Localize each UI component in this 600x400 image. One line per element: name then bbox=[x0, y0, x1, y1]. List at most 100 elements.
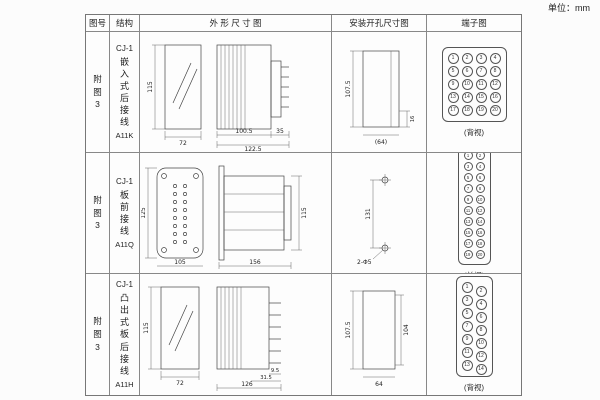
terminal-circle: 10 bbox=[475, 338, 487, 349]
figure-number: 附图3 bbox=[93, 73, 102, 110]
terminal-circle: 1 bbox=[461, 282, 473, 293]
header-install: 安装开孔尺寸图 bbox=[332, 15, 427, 32]
row3-fig-cell: 附图3 bbox=[86, 274, 110, 395]
terminal-circle: 11 bbox=[463, 206, 473, 215]
terminal-circle: 13 bbox=[447, 91, 459, 103]
terminal-caption: (背视) bbox=[464, 127, 484, 137]
terminal-circle: 6 bbox=[475, 312, 487, 323]
terminal-circle: 14 bbox=[475, 364, 487, 375]
terminal-circle: 3 bbox=[461, 295, 473, 306]
terminal-circle: 7 bbox=[463, 184, 473, 193]
terminal-circle: 13 bbox=[463, 217, 473, 226]
header-outline: 外 形 尺 寸 图 bbox=[140, 15, 332, 32]
terminal-circle: 4 bbox=[475, 162, 485, 171]
svg-text:115: 115 bbox=[143, 322, 150, 334]
svg-text:104: 104 bbox=[403, 324, 410, 336]
terminal-circle: 19 bbox=[475, 104, 487, 116]
terminal-circle: 14 bbox=[475, 217, 485, 226]
svg-text:9.5: 9.5 bbox=[270, 368, 278, 374]
terminal-circle: 9 bbox=[461, 334, 473, 345]
row1-outline-cell: 115 72 bbox=[140, 32, 332, 153]
svg-text:131: 131 bbox=[365, 208, 372, 220]
terminal-circle: 10 bbox=[475, 195, 485, 204]
terminal-circle: 10 bbox=[461, 78, 473, 90]
figure-number: 附图3 bbox=[93, 316, 102, 352]
terminal-circle: 5 bbox=[447, 65, 459, 77]
row2-outline-cell: 125 105 156 115 bbox=[140, 153, 332, 274]
type-code: A11K bbox=[115, 131, 134, 141]
svg-text:125: 125 bbox=[141, 207, 147, 219]
svg-text:156: 156 bbox=[249, 259, 261, 266]
terminal-circle: 8 bbox=[489, 65, 501, 77]
install-drawing-a11q: 131 2-Φ5 bbox=[357, 173, 391, 266]
install-drawing-a11k: 107.5 16 (64) bbox=[345, 50, 416, 146]
terminal-circle: 7 bbox=[475, 65, 487, 77]
outline-drawing-a11h: 115 72 9.5 bbox=[143, 286, 281, 391]
svg-text:72: 72 bbox=[179, 140, 187, 147]
terminal-circle: 15 bbox=[463, 228, 473, 237]
terminal-circle: 3 bbox=[475, 52, 487, 64]
svg-text:126: 126 bbox=[241, 381, 253, 388]
model-label: CJ-1 bbox=[116, 280, 133, 289]
row2-install-cell: 131 2-Φ5 bbox=[332, 153, 427, 274]
terminal-circle: 19 bbox=[463, 250, 473, 259]
type-code: A11Q bbox=[115, 240, 134, 250]
terminal-circle: 20 bbox=[489, 104, 501, 116]
svg-text:107.5: 107.5 bbox=[345, 80, 352, 97]
terminal-circle: 16 bbox=[489, 91, 501, 103]
row2-fig-cell: 附图3 bbox=[86, 153, 110, 274]
terminal-circle: 5 bbox=[463, 173, 473, 182]
terminal-circle: 11 bbox=[461, 347, 473, 358]
svg-text:2-Φ5: 2-Φ5 bbox=[357, 259, 372, 266]
terminal-circle: 8 bbox=[475, 184, 485, 193]
terminal-circle: 7 bbox=[461, 321, 473, 332]
unit-label: 单位：mm bbox=[548, 3, 590, 13]
row3-install-cell: 107.5 104 64 bbox=[332, 274, 427, 395]
header-struct: 结构 bbox=[110, 15, 140, 32]
terminal-circle: 8 bbox=[475, 325, 487, 336]
terminal-circle: 6 bbox=[475, 173, 485, 182]
terminal-circle: 12 bbox=[475, 351, 487, 362]
row2-struct-cell: CJ-1 板前接线 A11Q bbox=[110, 153, 140, 274]
terminal-circle: 3 bbox=[463, 162, 473, 171]
terminal-circle: 5 bbox=[461, 308, 473, 319]
row1-struct-cell: CJ-1 嵌入式后接线 A11K bbox=[110, 32, 140, 153]
svg-text:(64): (64) bbox=[374, 139, 386, 146]
terminal-circle: 20 bbox=[475, 250, 485, 259]
terminal-circle: 1 bbox=[463, 153, 473, 160]
outline-drawing-a11k: 115 72 bbox=[147, 44, 289, 152]
terminal-circle: 11 bbox=[475, 78, 487, 90]
row1-install-cell: 107.5 16 (64) bbox=[332, 32, 427, 153]
terminal-circle: 4 bbox=[475, 299, 487, 310]
terminal-circle: 4 bbox=[489, 52, 501, 64]
svg-text:64: 64 bbox=[375, 381, 383, 388]
figure-table: 图号 结构 外 形 尺 寸 图 安装开孔尺寸图 端子图 附图3 CJ-1 嵌入式… bbox=[85, 14, 522, 396]
terminal-circle: 2 bbox=[461, 52, 473, 64]
terminal-circle: 15 bbox=[475, 91, 487, 103]
row1-fig-cell: 附图3 bbox=[86, 32, 110, 153]
terminal-circle: 13 bbox=[461, 360, 473, 371]
svg-text:72: 72 bbox=[176, 380, 184, 387]
terminal-circle: 1 bbox=[447, 52, 459, 64]
svg-text:115: 115 bbox=[301, 207, 308, 219]
terminal-caption: (背视) bbox=[464, 383, 484, 392]
terminal-circle: 18 bbox=[461, 104, 473, 116]
row3-outline-cell: 115 72 9.5 bbox=[140, 274, 332, 395]
terminal-circle: 17 bbox=[463, 239, 473, 248]
svg-text:122.5: 122.5 bbox=[244, 146, 261, 152]
type-code: A11H bbox=[115, 379, 134, 389]
terminal-circle: 12 bbox=[475, 206, 485, 215]
outline-drawing-a11q: 125 105 156 115 bbox=[141, 165, 308, 269]
install-drawing-a11h: 107.5 104 64 bbox=[345, 290, 410, 388]
figure-number: 附图3 bbox=[93, 194, 102, 231]
terminal-circle: 9 bbox=[463, 195, 473, 204]
terminal-circle: 18 bbox=[475, 239, 485, 248]
svg-text:16: 16 bbox=[410, 115, 416, 122]
